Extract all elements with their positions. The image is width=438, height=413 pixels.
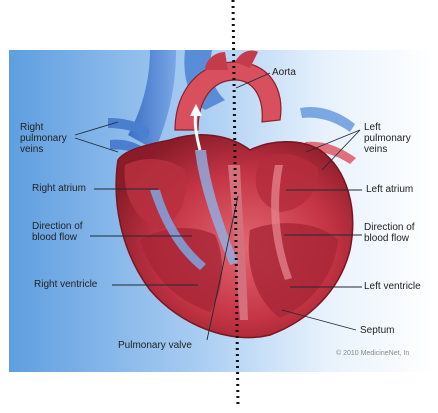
label-left-ventricle: Left ventricle: [364, 281, 421, 292]
label-left-atrium: Left atrium: [366, 184, 413, 195]
label-right-pulmonary-veins: Right pulmonary veins: [20, 122, 67, 155]
label-aorta: Aorta: [272, 67, 296, 78]
label-right-ventricle: Right ventricle: [34, 279, 97, 290]
copyright-text: © 2010 MedicineNet, In: [336, 350, 409, 357]
label-direction-of-blood-flow-left: Direction of blood flow: [32, 221, 83, 243]
label-septum: Septum: [360, 325, 394, 336]
label-direction-of-blood-flow-right: Direction of blood flow: [364, 222, 415, 244]
label-left-pulmonary-veins: Left pulmonary veins: [364, 122, 411, 155]
label-right-atrium: Right atrium: [32, 183, 86, 194]
label-pulmonary-valve: Pulmonary valve: [118, 340, 192, 351]
